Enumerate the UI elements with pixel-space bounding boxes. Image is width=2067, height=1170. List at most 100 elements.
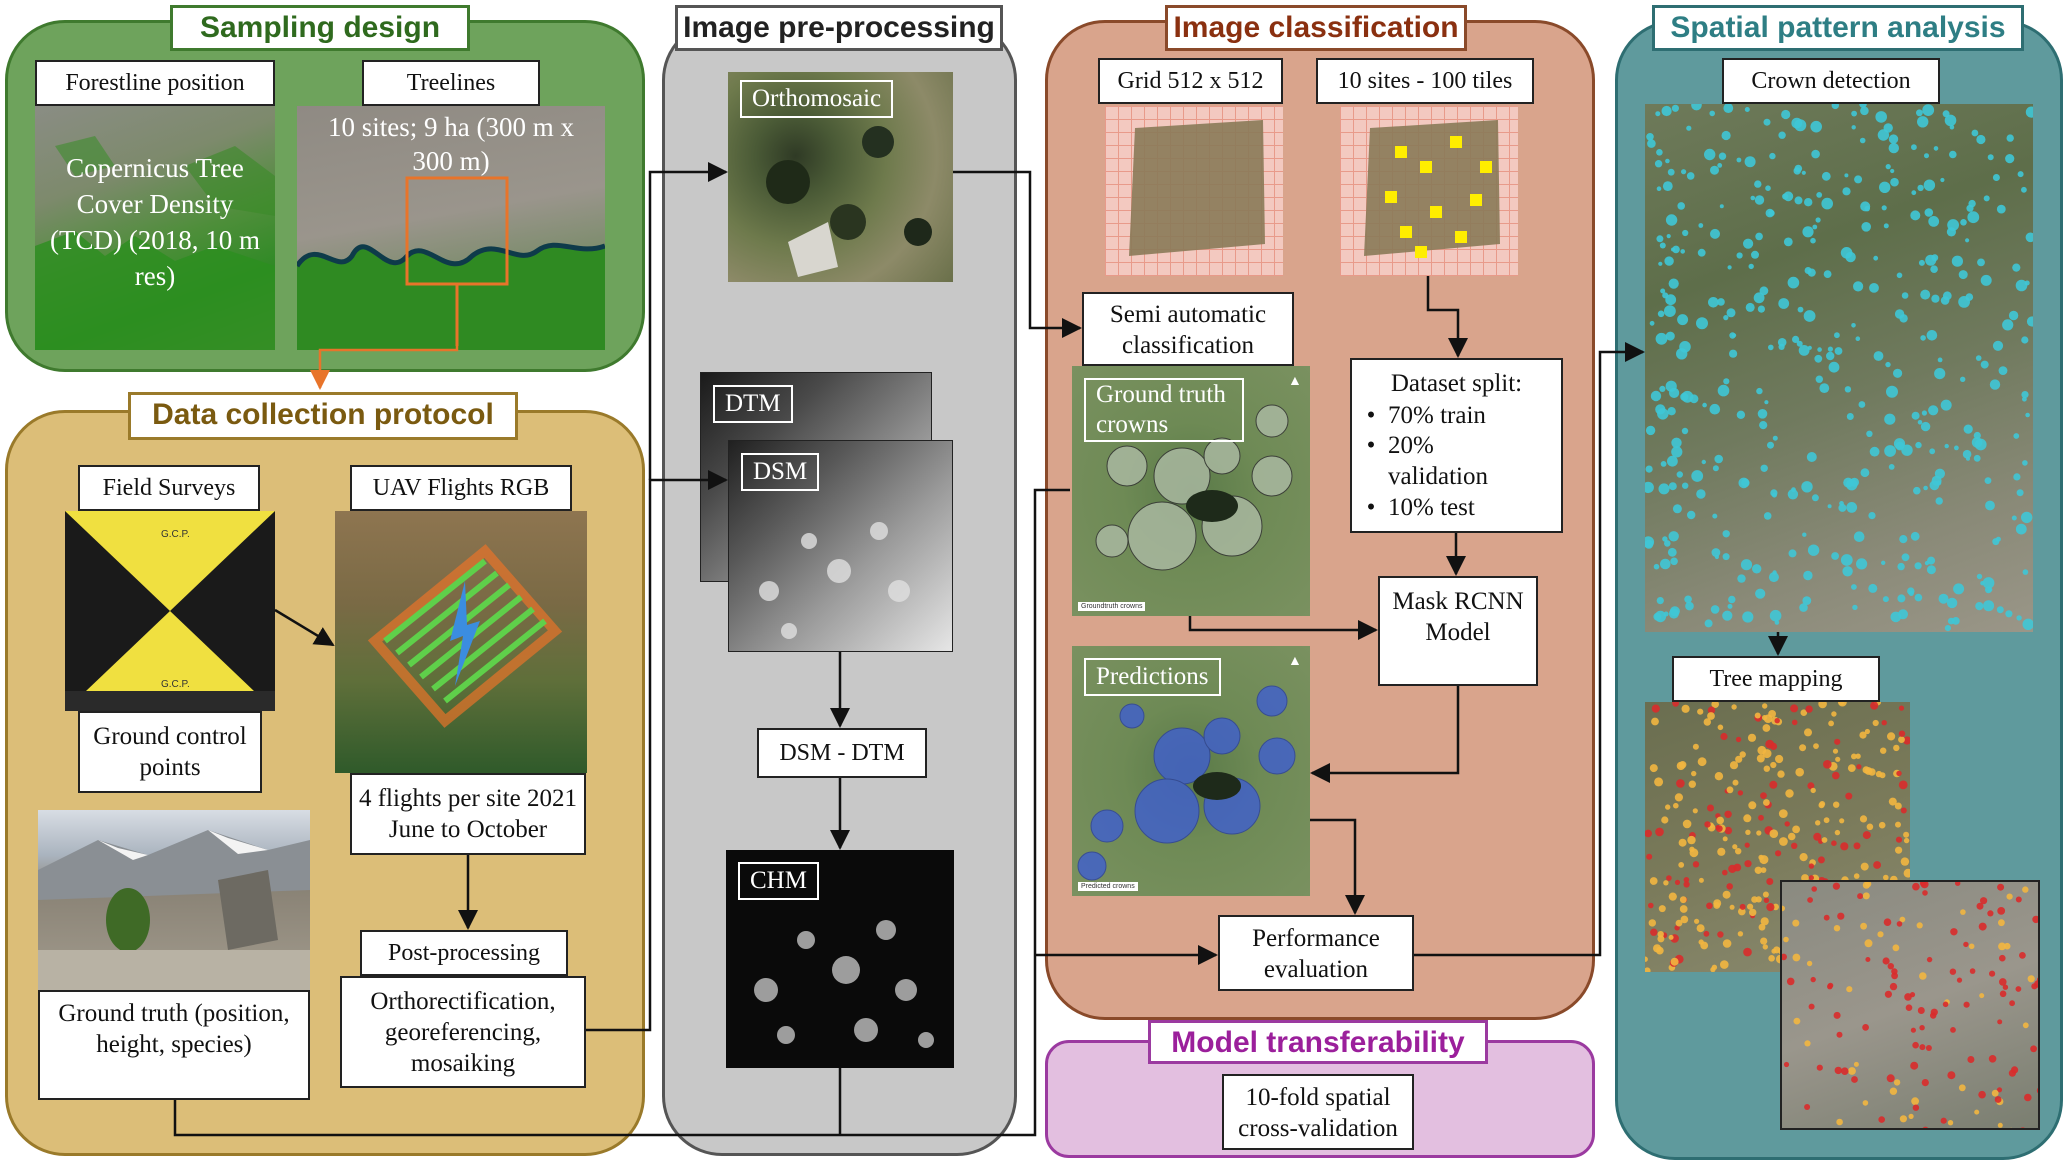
- tree-marker: [1707, 706, 1716, 714]
- split-item-test: 10% test: [1388, 494, 1475, 521]
- tree-marker: [1963, 941, 1969, 948]
- tree-marker: [1711, 702, 1719, 708]
- crown-marker: [1723, 104, 1734, 113]
- crown-marker: [1973, 431, 1981, 440]
- tree-marker: [1800, 709, 1808, 716]
- crown-marker: [1658, 261, 1663, 266]
- crown-marker: [1768, 572, 1779, 583]
- crown-marker: [1655, 404, 1666, 415]
- crown-marker: [1653, 563, 1660, 570]
- tree-marker: [1997, 1019, 2003, 1025]
- crown-marker: [1926, 330, 1938, 341]
- crown-marker: [1681, 390, 1694, 403]
- crown-marker: [1823, 270, 1832, 278]
- tree-marker: [1706, 902, 1713, 910]
- crown-marker: [1810, 120, 1822, 133]
- crown-marker: [1797, 306, 1804, 313]
- tree-marker: [1670, 957, 1679, 966]
- crown-marker: [1672, 245, 1680, 254]
- crown-marker: [1844, 386, 1852, 393]
- dataset-split-title: Dataset split:: [1390, 370, 1523, 397]
- performance-evaluation-box: Performance evaluation: [1218, 915, 1414, 991]
- tree-marker: [1679, 905, 1688, 913]
- crown-marker: [1665, 294, 1677, 306]
- crown-marker: [1893, 438, 1906, 450]
- crown-marker: [1807, 345, 1812, 350]
- tree-marker: [1760, 792, 1767, 799]
- crown-marker: [1704, 148, 1716, 161]
- crown-marker: [1839, 501, 1844, 506]
- tree-marker: [2009, 1000, 2015, 1007]
- tree-marker: [1760, 867, 1767, 873]
- tree-marker: [1911, 1097, 1919, 1106]
- crown-marker: [1888, 134, 1899, 144]
- crown-marker: [1821, 171, 1831, 181]
- tree-marker: [1645, 829, 1652, 838]
- crown-marker: [1911, 190, 1917, 196]
- crown-marker: [1910, 531, 1920, 541]
- crown-marker: [1778, 298, 1790, 309]
- crown-marker: [1728, 595, 1736, 604]
- crown-marker: [1954, 445, 1959, 451]
- crown-marker: [1846, 413, 1854, 420]
- crown-marker: [1875, 111, 1887, 123]
- crown-marker: [1781, 109, 1791, 120]
- tree-marker: [1758, 814, 1764, 821]
- tree-marker: [1784, 821, 1790, 827]
- crown-marker: [1722, 610, 1733, 621]
- tree-marker: [1655, 946, 1664, 955]
- tree-marker: [1883, 918, 1892, 926]
- crown-marker: [1917, 184, 1924, 192]
- crown-marker: [1701, 459, 1706, 465]
- crown-marker: [1655, 332, 1668, 345]
- tree-marker: [2015, 896, 2022, 903]
- crown-marker: [1890, 177, 1899, 187]
- tree-marker: [1889, 1087, 1898, 1095]
- crown-marker: [1960, 376, 1966, 382]
- tree-marker: [1747, 733, 1757, 742]
- crown-marker: [1757, 409, 1768, 419]
- ground-truth-caption-box: Ground truth (position, height, species): [38, 990, 310, 1100]
- crown-marker: [1944, 625, 1951, 632]
- crown-marker: [1696, 489, 1706, 499]
- tree-marker: [1848, 1067, 1856, 1075]
- tree-marker: [1810, 976, 1816, 983]
- crown-marker: [1709, 403, 1721, 415]
- tree-marker: [1799, 744, 1807, 752]
- crown-marker: [1828, 361, 1840, 373]
- crown-marker: [1708, 297, 1719, 308]
- crown-marker: [1918, 259, 1925, 266]
- tree-marker: [1674, 879, 1681, 885]
- tree-marker: [1645, 956, 1648, 962]
- tree-marker: [1862, 1024, 1869, 1031]
- crown-marker: [1915, 441, 1922, 449]
- crown-marker: [1727, 265, 1732, 270]
- tree-marker: [1668, 892, 1677, 901]
- tree-marker: [1786, 977, 1795, 986]
- crown-marker: [1852, 604, 1858, 611]
- crown-marker: [1788, 549, 1797, 558]
- tree-marker: [1878, 1116, 1885, 1123]
- crown-marker: [1664, 256, 1674, 266]
- crown-marker: [1772, 570, 1777, 575]
- tree-marker: [1739, 903, 1746, 910]
- tree-marker: [1675, 919, 1683, 927]
- tree-marker: [1847, 764, 1856, 772]
- sampling-design-title: Sampling design: [170, 5, 470, 51]
- tree-marker: [1762, 891, 1769, 898]
- tree-marker: [1815, 820, 1821, 826]
- crown-marker: [1963, 424, 1973, 434]
- crown-marker: [2013, 473, 2021, 481]
- crown-marker: [1669, 606, 1680, 617]
- crown-marker: [1748, 263, 1754, 270]
- tree-marker: [1898, 730, 1906, 737]
- tree-marker: [1942, 1001, 1949, 1008]
- crown-marker: [1723, 378, 1730, 385]
- crown-marker: [1826, 351, 1835, 361]
- crown-marker: [1710, 165, 1719, 175]
- crown-marker: [1930, 265, 1938, 273]
- tree-marker: [1884, 990, 1892, 998]
- crown-marker: [1817, 347, 1822, 352]
- tree-marker: [1679, 761, 1687, 769]
- dsm-label: DSM: [741, 453, 820, 491]
